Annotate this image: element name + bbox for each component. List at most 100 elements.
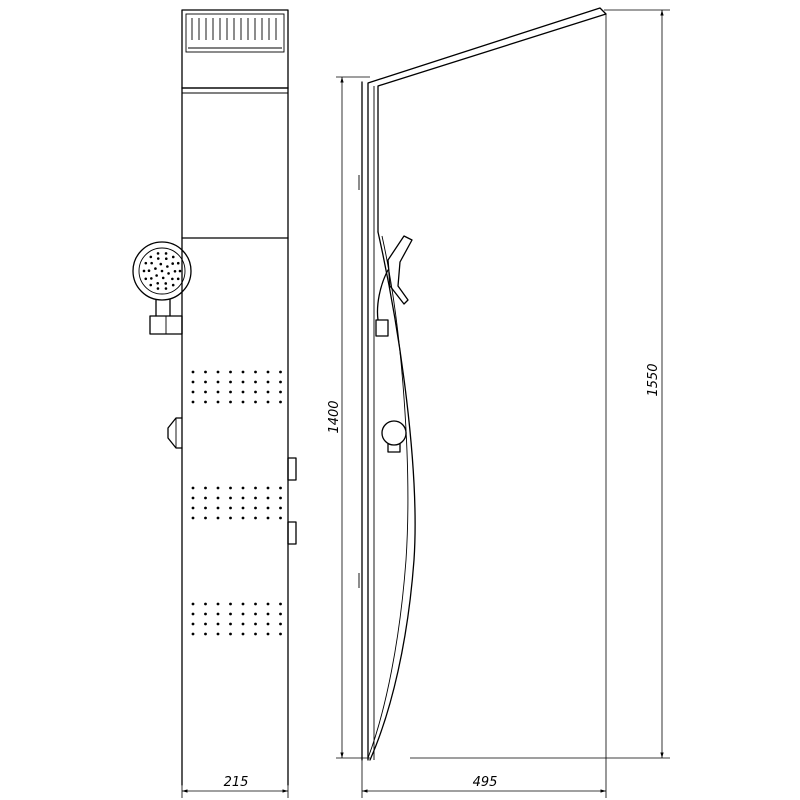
body-jet-nozzle: [204, 622, 207, 626]
side-shower-hose: [376, 269, 389, 321]
body-jet-nozzle: [204, 506, 207, 510]
body-jet-nozzle: [216, 516, 220, 520]
body-jet-nozzle: [279, 632, 282, 636]
body-jet-grids: [191, 370, 282, 636]
overhead-nozzle-area: [185, 13, 285, 53]
body-jet-nozzle: [204, 400, 207, 404]
body-jet-nozzle: [279, 622, 282, 626]
hand-shower: [132, 241, 192, 335]
side-shower-holder: [375, 319, 389, 337]
hand-shower-nozzle: [144, 277, 148, 281]
body-jet-nozzle: [241, 400, 245, 404]
mixer-knob-outline: [167, 417, 183, 449]
body-jet-nozzle: [254, 516, 257, 520]
body-jet-nozzle: [204, 390, 207, 394]
dim-label-1400: 1400: [327, 400, 342, 433]
body-jet-nozzle: [204, 380, 207, 384]
side-mixer-knob: [381, 420, 407, 453]
hand-shower-nozzle: [160, 269, 164, 273]
body-jet-nozzle: [204, 612, 207, 616]
panel-column-outline: [181, 87, 289, 786]
body-jet-nozzle: [191, 496, 195, 500]
diverter-button-2: [287, 521, 297, 545]
dim-label-1550: 1550: [646, 363, 661, 396]
body-jet-nozzle: [191, 390, 195, 394]
hand-shower-nozzle: [150, 277, 153, 280]
overhead-nozzle-grille: [191, 18, 277, 40]
body-jet-nozzle: [216, 632, 220, 636]
body-jet-nozzle: [191, 486, 195, 490]
hand-shower-nozzle: [147, 269, 151, 273]
body-jet-nozzle: [229, 622, 232, 626]
side-knob-stem: [387, 443, 401, 453]
body-jet-nozzle: [204, 496, 207, 500]
body-jet-nozzle: [241, 380, 245, 384]
body-jet-nozzle: [254, 400, 257, 404]
body-jet-nozzle: [204, 632, 207, 636]
hand-shower-nozzle: [166, 265, 169, 268]
body-jet-nozzle: [191, 370, 195, 374]
body-jet-nozzle: [241, 506, 245, 510]
body-jet-nozzle: [241, 622, 245, 626]
body-jet-nozzle: [241, 390, 245, 394]
body-jet-nozzle: [229, 516, 232, 520]
body-jet-nozzle: [229, 400, 232, 404]
hand-shower-nozzle: [178, 269, 182, 273]
body-jet-nozzle: [191, 506, 195, 510]
body-jet-nozzle: [266, 632, 270, 636]
body-jet-nozzle: [191, 622, 195, 626]
dim-label-495: 495: [473, 775, 498, 790]
body-jet-nozzle: [216, 506, 220, 510]
body-jet-nozzle: [241, 612, 245, 616]
body-jet-nozzle: [279, 496, 282, 500]
body-jet-nozzle: [216, 400, 220, 404]
hand-shower-nozzle: [164, 282, 168, 285]
hand-shower-nozzle: [154, 267, 157, 270]
hand-shower-outer-ring: [132, 241, 192, 301]
hand-shower-nozzles: [142, 252, 182, 290]
body-jet-nozzle: [266, 380, 270, 384]
hand-shower-nozzle: [159, 262, 163, 266]
body-jet-nozzle: [254, 486, 257, 490]
body-jet-nozzle: [216, 622, 220, 626]
hand-shower-nozzle: [150, 261, 153, 265]
body-jet-nozzle: [229, 390, 232, 394]
body-jet-nozzle: [254, 390, 257, 394]
body-jet-nozzle: [279, 486, 282, 490]
body-jet-nozzle: [279, 612, 282, 616]
hand-shower-nozzle: [156, 257, 160, 260]
hand-shower-nozzle: [167, 272, 170, 275]
body-jet-nozzle: [266, 602, 270, 606]
body-jet-nozzle: [229, 486, 232, 490]
body-jet-nozzle: [229, 496, 232, 500]
dimension-overall-height: 1550: [410, 9, 670, 759]
body-jet-nozzle: [279, 400, 282, 404]
hand-shower-nozzle: [164, 287, 168, 290]
body-jet-nozzle: [229, 380, 232, 384]
body-jet-nozzle: [279, 380, 282, 384]
side-knob-circle: [381, 420, 407, 446]
curved-panel-inner: [367, 235, 409, 759]
body-jet-nozzle: [216, 380, 220, 384]
body-jet-nozzle: [191, 380, 195, 384]
body-jet-nozzle: [191, 516, 195, 520]
body-jet-nozzle: [254, 370, 257, 374]
body-jet-nozzle: [254, 602, 257, 606]
body-jet-nozzle: [266, 390, 270, 394]
side-view: [358, 7, 607, 761]
dimension-side-depth: 495: [361, 14, 607, 798]
body-jet-nozzle: [266, 496, 270, 500]
body-jet-nozzle: [241, 602, 245, 606]
hand-shower-nozzle: [176, 261, 180, 265]
curved-panel-front: [369, 231, 416, 761]
hand-shower-nozzle: [142, 269, 146, 273]
body-jet-nozzle: [241, 496, 245, 500]
hand-shower-inner-ring: [138, 247, 186, 295]
hand-shower-nozzle: [161, 276, 165, 280]
hand-shower-nozzle: [156, 281, 160, 285]
body-jet-nozzle: [241, 486, 245, 490]
body-jet-nozzle: [216, 486, 220, 490]
front-view: [132, 9, 297, 786]
side-hand-shower: [375, 235, 413, 337]
body-jet-nozzle: [279, 390, 282, 394]
